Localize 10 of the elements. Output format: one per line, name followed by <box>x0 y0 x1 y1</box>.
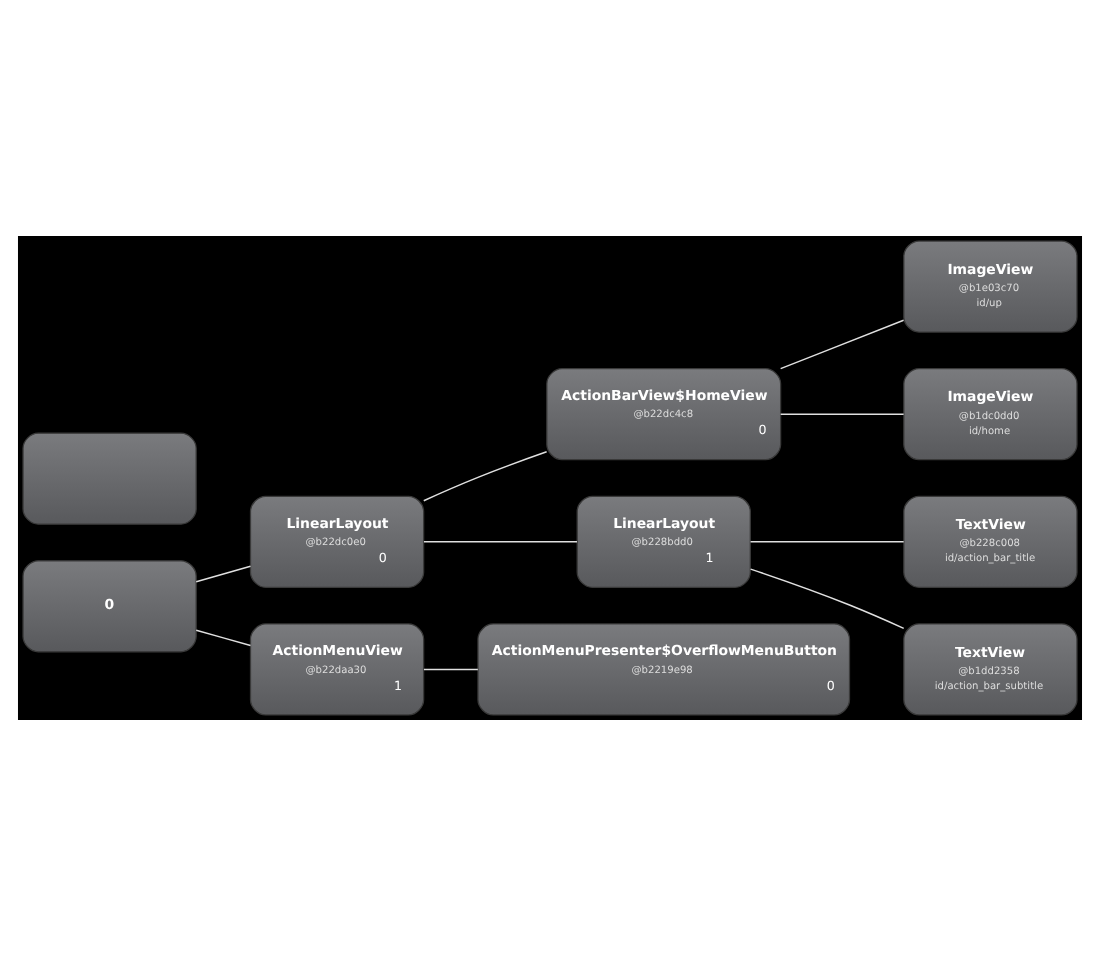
connector <box>423 450 548 501</box>
connector <box>779 318 905 369</box>
connector <box>423 540 578 542</box>
connector <box>195 628 252 646</box>
connector <box>749 567 905 629</box>
node-box <box>22 431 197 524</box>
connector <box>779 412 905 414</box>
connector <box>195 564 252 582</box>
connector <box>423 667 479 670</box>
connector <box>749 540 905 542</box>
